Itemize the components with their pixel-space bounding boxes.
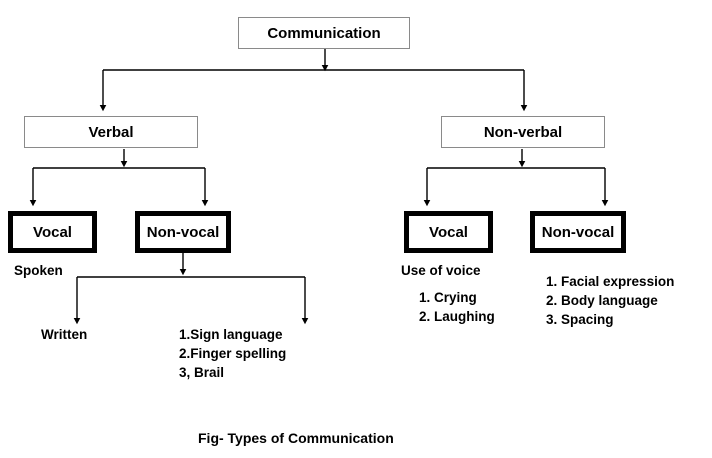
- list-item: 3. Spacing: [546, 312, 614, 327]
- node-verbal-non-vocal-label: Non-vocal: [146, 223, 220, 241]
- node-communication-label: Communication: [267, 24, 381, 42]
- figure-caption: Fig- Types of Communication: [198, 430, 394, 446]
- node-non-verbal-non-vocal-label: Non-vocal: [541, 223, 615, 241]
- list-item: 2.Finger spelling: [179, 346, 287, 361]
- node-non-verbal-vocal[interactable]: Vocal: [404, 211, 493, 253]
- node-non-verbal-non-vocal[interactable]: Non-vocal: [530, 211, 626, 253]
- leaf-written: Written: [41, 327, 88, 342]
- node-non-verbal-vocal-label: Vocal: [429, 223, 468, 241]
- node-verbal-non-vocal[interactable]: Non-vocal: [135, 211, 231, 253]
- list-item: 2. Laughing: [419, 309, 495, 324]
- node-non-verbal-label: Non-verbal: [483, 123, 563, 141]
- leaf-use-of-voice-heading: Use of voice: [401, 263, 481, 278]
- list-item: 1. Crying: [419, 290, 477, 305]
- leaf-nonverbal-nonvocal-list: 1. Facial expression 2. Body language 3.…: [546, 272, 674, 329]
- list-item: 1.Sign language: [179, 327, 283, 342]
- node-verbal-label: Verbal: [88, 123, 134, 141]
- list-item: 2. Body language: [546, 293, 658, 308]
- leaf-nonverbal-vocal-list: 1. Crying 2. Laughing: [419, 288, 495, 326]
- list-item: 1. Facial expression: [546, 274, 675, 289]
- node-non-verbal[interactable]: Non-verbal: [441, 116, 605, 148]
- leaf-spoken: Spoken: [14, 263, 63, 278]
- list-item: 3, Brail: [179, 365, 225, 380]
- node-verbal[interactable]: Verbal: [24, 116, 198, 148]
- node-verbal-vocal-label: Vocal: [33, 223, 72, 241]
- node-communication[interactable]: Communication: [238, 17, 410, 49]
- node-verbal-vocal[interactable]: Vocal: [8, 211, 97, 253]
- leaf-verbal-nonvocal-list: 1.Sign language 2.Finger spelling 3, Bra…: [179, 325, 286, 382]
